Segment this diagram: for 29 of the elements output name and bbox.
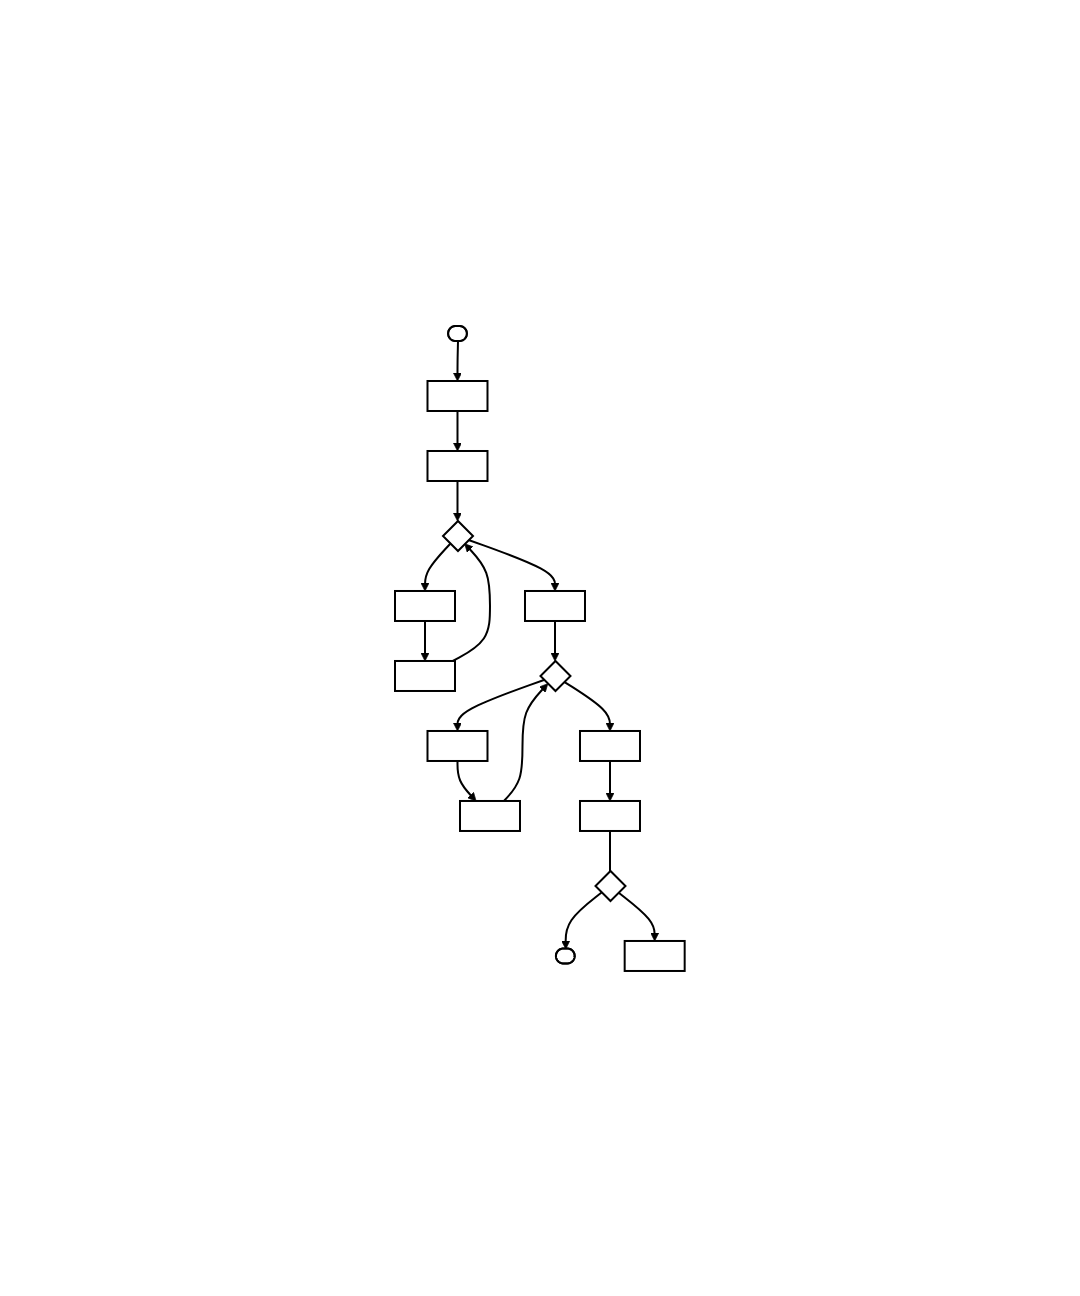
arrow [453,340,463,381]
arrow [617,891,660,941]
arrow [453,409,463,451]
node-box [579,729,642,762]
connector [609,829,612,872]
arrow [420,619,430,661]
node-box [459,799,522,832]
node-box [524,589,587,622]
node-box [426,729,489,762]
arrow [605,759,615,801]
arrow [503,682,549,802]
node-box [426,449,489,482]
node-box [426,379,489,412]
arrow [561,891,603,949]
node-box [394,659,457,692]
arrow [452,542,492,662]
node-diamond [594,869,628,902]
node-box [579,799,642,832]
node-box [394,589,457,622]
arrow [456,759,477,801]
node-diamond [441,519,475,552]
node-box [623,939,686,972]
arrow [467,538,560,591]
arrow [550,619,560,661]
arrow [420,542,452,591]
node-diamond [539,659,573,692]
arrow [453,678,546,731]
arrow [563,680,615,731]
arrow [453,479,463,521]
